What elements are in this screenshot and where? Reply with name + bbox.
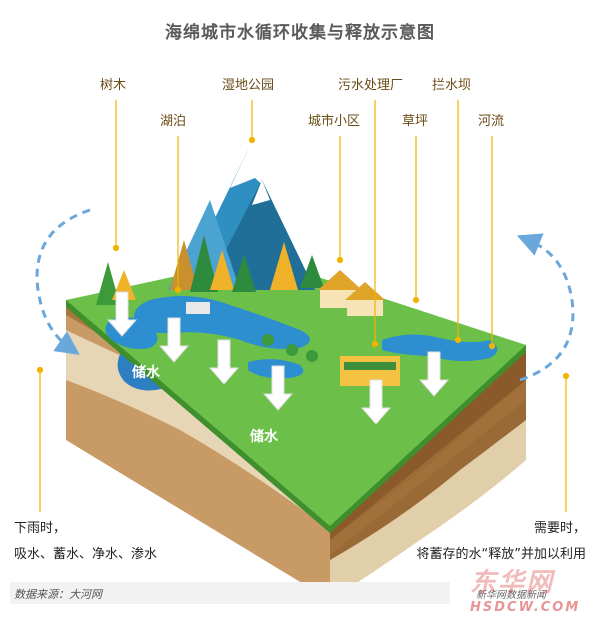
source-bar — [10, 582, 450, 604]
storage-label: 储水 — [132, 365, 160, 381]
label-lawn: 草坪 — [402, 114, 429, 129]
label-wetland-park: 湿地公园 — [222, 78, 275, 93]
note-rain-line2: 吸水、蓄水、净水、渗水 — [14, 547, 158, 562]
credit-text: 新华网数据新闻 — [476, 590, 546, 601]
note-release: 需要时， 将蓄存的水“释放”并加以利用 — [376, 516, 586, 568]
rain-arrow-icon — [208, 339, 240, 385]
storage-label: 储水 — [250, 429, 278, 445]
trees-group — [96, 235, 324, 362]
cycle-arrow-icon — [35, 208, 91, 355]
diagram-title: 海绵城市水循环收集与释放示意图 — [165, 23, 435, 43]
label-sewage-plant: 污水处理厂 — [338, 78, 404, 93]
note-release-line1: 需要时， — [533, 521, 586, 536]
guide-lines — [36, 100, 570, 512]
label-river: 河流 — [478, 114, 505, 129]
watermark-cn: 东华网 — [470, 568, 555, 598]
rain-arrow-icon — [262, 365, 294, 411]
rain-arrow-icon — [418, 351, 450, 397]
rain-arrow-icon — [360, 379, 392, 425]
label-community: 城市小区 — [308, 114, 361, 129]
watermark-en: HSDCW.COM — [470, 600, 581, 615]
label-dam: 拦水坝 — [432, 78, 472, 93]
rain-arrows — [106, 291, 450, 425]
cycle-arrow-icon — [516, 233, 575, 382]
rain-arrow-icon — [158, 317, 190, 363]
source-text: 数据来源：大河网 — [14, 588, 102, 601]
community-houses — [186, 270, 400, 386]
note-release-line2: 将蓄存的水“释放”并加以利用 — [416, 547, 586, 562]
label-lake: 湖泊 — [160, 114, 187, 129]
rain-arrow-icon — [106, 291, 138, 337]
label-trees: 树木 — [100, 78, 127, 93]
note-rain-line1: 下雨时， — [14, 521, 67, 536]
note-rain: 下雨时， 吸水、蓄水、净水、渗水 — [14, 516, 157, 568]
